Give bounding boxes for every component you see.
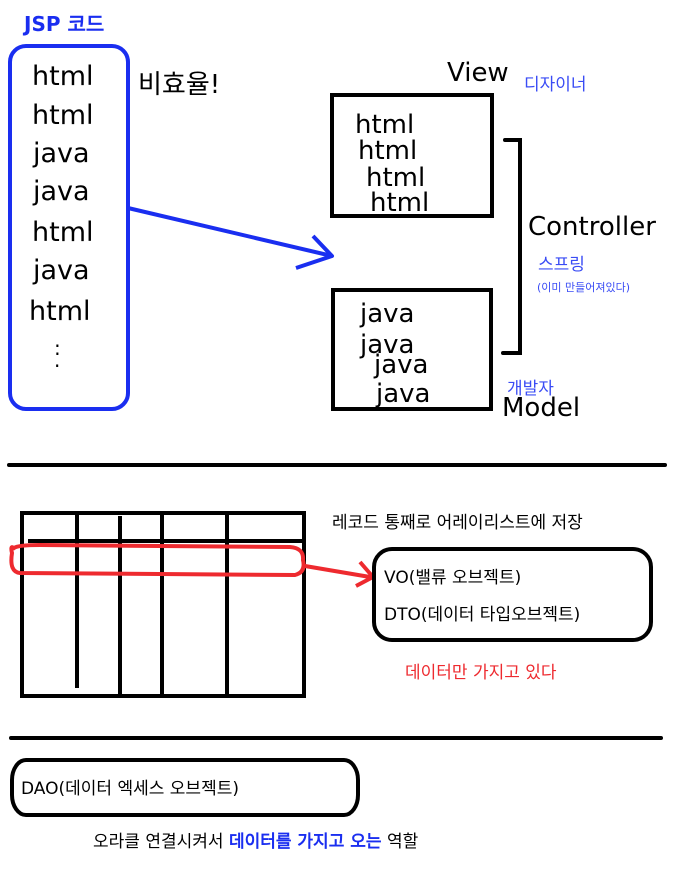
model-line: java <box>376 379 431 409</box>
dao-description-suffix: 역할 <box>381 832 419 852</box>
jsp-line: java <box>33 255 90 286</box>
jsp-line: html <box>32 217 94 248</box>
model-box <box>331 288 493 411</box>
inefficient-label: 비효율! <box>138 70 221 100</box>
blue-arrow <box>127 206 333 258</box>
controller-role-label: 스프링 <box>538 255 585 275</box>
dao-description: 오라클 연결시켜서 데이터를 가지고 오는 역할 <box>93 827 418 852</box>
jsp-line: html <box>29 296 91 327</box>
vo-label: VO(밸류 오브젝트) <box>384 568 522 588</box>
red-record-highlight <box>9 542 306 578</box>
jsp-line: html <box>32 100 94 131</box>
controller-bracket <box>501 138 522 355</box>
dao-description-prefix: 오라클 연결시켜서 <box>93 832 229 852</box>
record-table <box>20 511 306 698</box>
jsp-line: java <box>33 138 90 169</box>
data-only-note: 데이터만 가지고 있다 <box>405 663 557 683</box>
jsp-code-title: JSP 코드 <box>24 12 105 36</box>
jsp-line: java <box>33 176 90 207</box>
dao-label: DAO(데이터 엑세스 오브젝트) <box>21 779 239 799</box>
controller-note: (이미 만들어져있다) <box>537 281 631 294</box>
blue-arrowhead <box>295 234 334 270</box>
model-line: java <box>374 350 429 380</box>
dao-box <box>10 758 360 817</box>
view-role-label: 디자이너 <box>524 75 587 95</box>
dto-label: DTO(데이터 타입오브젝트) <box>384 605 581 625</box>
view-line: html <box>366 163 426 193</box>
model-label: Model <box>502 393 581 423</box>
red-arrow <box>304 564 371 579</box>
view-line: html <box>358 136 418 166</box>
model-role-label: 개발자 <box>507 379 554 399</box>
jsp-code-box <box>8 44 130 411</box>
view-box <box>330 93 494 218</box>
view-line: html <box>355 110 415 140</box>
model-line: java <box>360 330 415 360</box>
view-label: View <box>447 58 509 88</box>
dao-description-highlight: 데이터를 가지고 오는 <box>228 832 382 852</box>
jsp-ellipsis: :· <box>54 336 61 378</box>
jsp-line: html <box>32 61 94 92</box>
controller-label: Controller <box>528 212 656 242</box>
vo-dto-box <box>372 547 653 642</box>
model-line: java <box>360 299 415 329</box>
arraylist-caption: 레코드 통째로 어레이리스트에 저장 <box>332 513 583 533</box>
view-line: html <box>370 188 430 218</box>
